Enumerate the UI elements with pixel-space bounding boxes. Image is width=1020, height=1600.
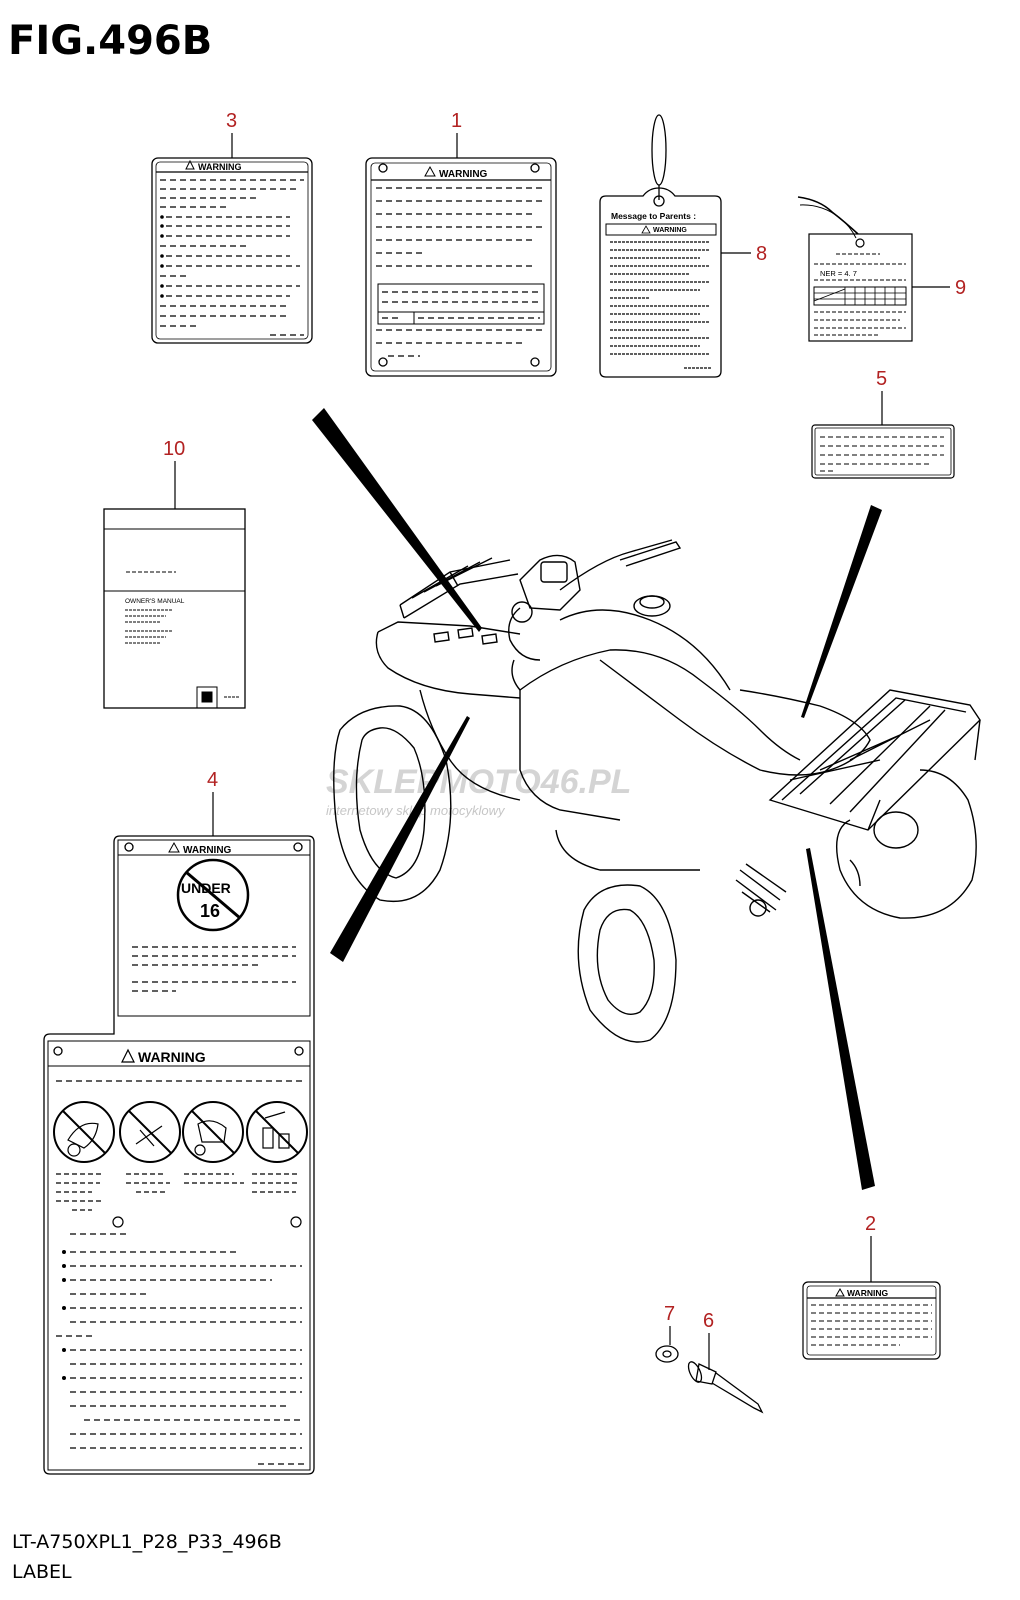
callout-10: 10 — [163, 438, 185, 460]
model-code: LT-A750XPL1_P28_P33_496B — [12, 1531, 282, 1553]
label-8-message-text: Message to Parents : — [611, 211, 696, 221]
callout-2: 2 — [865, 1213, 876, 1235]
label-4: WARNING UNDER 16 WARNING — [43, 835, 315, 1475]
callout-7: 7 — [664, 1303, 675, 1325]
callout-6: 6 — [703, 1310, 714, 1332]
label-8-warning-text: WARNING — [653, 227, 687, 234]
label-9-ner-text: NER = 4. 7 — [820, 269, 857, 278]
label-8: Message to Parents : WARNING — [599, 114, 722, 378]
label-9: NER = 4. 7 — [797, 196, 913, 342]
under-age-number: 16 — [200, 901, 220, 921]
watermark: SKLEPMOTO46.PL internetowy sklep motocyk… — [326, 763, 631, 818]
label-10-owners-manual-text: OWNER'S MANUAL — [125, 598, 185, 605]
label-2-warning-text: WARNING — [847, 1288, 888, 1298]
label-4-warning-text-main: WARNING — [138, 1049, 206, 1065]
label-3-warning-text: WARNING — [198, 162, 242, 172]
part-6-rivet — [687, 1361, 764, 1414]
label-1: WARNING — [365, 157, 557, 377]
label-10: OWNER'S MANUAL — [103, 508, 246, 709]
watermark-brand: SKLEPMOTO46.PL — [326, 763, 631, 801]
under-age-text: UNDER — [181, 880, 231, 896]
atv-illustration — [333, 539, 981, 1043]
figure-title: FIG.496B — [8, 18, 213, 64]
callout-5: 5 — [876, 368, 887, 390]
label-4-warning-text-top: WARNING — [183, 845, 232, 856]
label-3: WARNING — [151, 157, 313, 344]
callout-8: 8 — [756, 243, 767, 265]
callout-4: 4 — [207, 769, 218, 791]
callout-9: 9 — [955, 277, 966, 299]
label-1-warning-text: WARNING — [439, 169, 488, 180]
part-7-washer — [655, 1345, 679, 1363]
label-5 — [811, 424, 955, 479]
pointer-wedges — [312, 408, 882, 1190]
section-name: LABEL — [12, 1561, 72, 1583]
callout-3: 3 — [226, 110, 237, 132]
callout-1: 1 — [451, 110, 462, 132]
label-2: WARNING — [802, 1281, 941, 1360]
